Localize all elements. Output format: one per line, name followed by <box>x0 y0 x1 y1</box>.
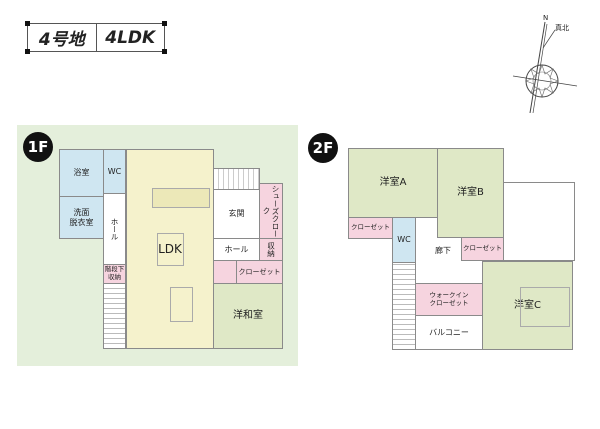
room-label: 洋室C <box>514 299 541 311</box>
floor1-badge: 1F <box>23 132 53 162</box>
room-wc-1f: WC <box>103 149 126 194</box>
room-label: 収納 <box>266 242 276 257</box>
closet-small <box>213 260 237 284</box>
room-under-stair-storage: 階段下 収納 <box>103 264 126 284</box>
room-hall-left: ホール <box>103 193 126 265</box>
layout-type: 4LDK <box>95 24 165 51</box>
walk-in-closet: ウォークイン クローゼット <box>415 283 483 316</box>
room-label: クローゼット <box>463 244 502 253</box>
room-wc-2f: WC <box>392 217 416 263</box>
north-label: N <box>543 14 548 22</box>
room-bath: 浴室 <box>59 149 104 197</box>
lot-title-box: 4号地 4LDK <box>27 23 165 52</box>
kitchen-counter <box>152 188 210 208</box>
room-a: 洋室A <box>348 148 438 218</box>
room-storage: 収納 <box>259 238 283 261</box>
room-label: ウォークイン クローゼット <box>429 290 469 307</box>
room-label: バルコニー <box>429 327 469 337</box>
closet-b: クローゼット <box>461 237 504 261</box>
room-label: 階段下 収納 <box>104 265 125 281</box>
room-label: クローゼット <box>351 223 390 232</box>
room-shoe-cloak: シューズクローク <box>259 183 283 239</box>
roof-area <box>503 182 575 261</box>
stairs-1f <box>103 283 126 349</box>
room-label: 廊下 <box>435 246 451 256</box>
room-japanese-western: 洋和室 <box>213 283 283 349</box>
room-b: 洋室B <box>437 148 504 238</box>
room-label: 洗面 脱衣室 <box>69 207 94 227</box>
corner-mark <box>25 21 30 26</box>
room-closet-1f: クローゼット <box>236 260 283 284</box>
room-label: 洋和室 <box>233 310 263 321</box>
balcony: バルコニー <box>415 315 483 350</box>
sofa <box>170 287 193 322</box>
room-label: 洋室A <box>379 177 407 188</box>
stairs-landing <box>213 168 260 190</box>
closet-a: クローゼット <box>348 217 393 239</box>
room-label: WC <box>397 235 411 245</box>
room-label: 玄関 <box>228 209 245 219</box>
compass-rose-icon: N 真北 <box>512 14 578 113</box>
floor2-badge: 2F <box>308 133 338 163</box>
room-entrance: 玄関 <box>213 189 260 239</box>
room-hall-right: ホール <box>213 238 260 261</box>
dining-table <box>157 233 184 266</box>
room-label: ホール <box>224 244 249 254</box>
stairs-2f <box>392 262 416 350</box>
room-label: LDK <box>158 241 182 256</box>
corner-mark <box>162 49 167 54</box>
room-label: 洋室B <box>457 187 484 198</box>
room-label: ホール <box>110 217 119 241</box>
corner-mark <box>25 49 30 54</box>
corner-mark <box>162 21 167 26</box>
lot-number: 4号地 <box>38 30 85 50</box>
true-north-label: 真北 <box>555 23 569 32</box>
room-washroom: 洗面 脱衣室 <box>59 196 104 239</box>
bed <box>520 287 570 327</box>
room-c: 洋室C <box>482 261 573 350</box>
room-label: 浴室 <box>73 168 90 178</box>
room-label: WC <box>107 166 122 176</box>
room-label: クローゼット <box>238 267 281 276</box>
room-label: シューズクローク <box>262 184 280 238</box>
